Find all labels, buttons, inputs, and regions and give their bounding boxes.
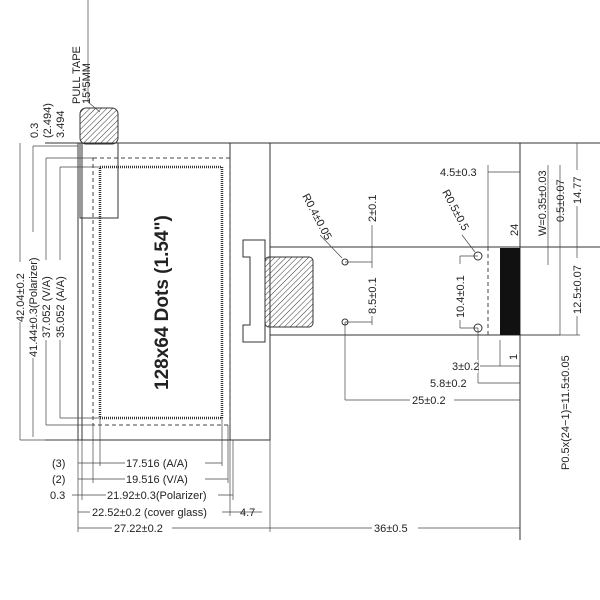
dim-pol-side: 0.3 xyxy=(50,490,65,502)
module-outline xyxy=(45,142,600,441)
dim-2-494: (2.494) xyxy=(42,103,54,138)
fpc-contacts xyxy=(500,248,520,335)
dim-12-5: 12.5±0.07 xyxy=(572,265,584,314)
dim-va-side: (2) xyxy=(52,474,65,486)
dim-25: 25±0.2 xyxy=(412,395,446,407)
dim-10-4: 10.4±0.1 xyxy=(455,275,467,318)
dim-37-052-va: 37.052 (V/A) xyxy=(41,276,53,338)
radius-0-4: R0.4±0.05 xyxy=(299,192,333,242)
pull-tape: PULL TAPE 15*5MM xyxy=(71,0,119,219)
dim-5-8: 5.8±0.2 xyxy=(430,378,467,390)
display-resolution-title: 128x64 Dots (1.54") xyxy=(152,215,173,390)
dim-17-516-aa: 17.516 (A/A) xyxy=(126,458,188,470)
radius-0-5: R0.5±0.5 xyxy=(439,188,471,233)
left-dimensions: 0.3 (2.494) 3.494 42.04±0.2 41.44±0.3(Po… xyxy=(14,103,100,441)
dim-22-52-cover-glass: 22.52±0.2 (cover glass) xyxy=(92,507,207,519)
pin-count: 24 xyxy=(509,224,521,236)
stiffener xyxy=(264,256,314,328)
bottom-dimensions: (3) 17.516 (A/A) (2) 19.516 (V/A) 0.3 21… xyxy=(50,335,521,535)
dim-4-5: 4.5±0.3 xyxy=(440,167,477,179)
dim-3: 3±0.2 xyxy=(452,361,479,373)
dim-3-494: 3.494 xyxy=(55,110,67,138)
pull-tape-size: 15*5MM xyxy=(81,63,93,104)
active-area-outline xyxy=(98,165,224,420)
fpc-bond-area xyxy=(242,239,266,343)
dim-27-22: 27.22±0.2 xyxy=(114,523,163,535)
dim-0-3: 0.3 xyxy=(29,123,41,138)
dim-19-516-va: 19.516 (V/A) xyxy=(126,474,188,486)
dim-21-92-polarizer: 21.92±0.3(Polarizer) xyxy=(107,490,207,502)
dim-aa-side: (3) xyxy=(52,458,65,470)
dim-pitch-formula: P0.5x(24−1)=11.5±0.05 xyxy=(560,355,572,470)
dim-pin-pitch-tol: 0.5±0.07 xyxy=(555,179,567,222)
dim-35-052-aa: 35.052 (A/A) xyxy=(55,276,67,338)
dim-14-77: 14.77 xyxy=(572,176,584,204)
fpc-dimensions: R0.4±0.05 R0.5±0.5 2±0.1 8.5±0.1 10.4±0.… xyxy=(299,143,584,470)
dim-8-5: 8.5±0.1 xyxy=(367,277,379,314)
fpc-tail xyxy=(242,143,600,540)
dim-4-7: 4.7 xyxy=(240,507,255,519)
dim-pin-width: W=0.35±0.03 xyxy=(537,170,549,236)
dim-42-04: 42.04±0.2 xyxy=(15,273,27,322)
pin-one-label: 1 xyxy=(508,354,520,360)
dim-36-fpc-length: 36±0.5 xyxy=(374,523,408,535)
pull-tape-label: PULL TAPE xyxy=(71,46,83,104)
dim-41-44-polarizer: 41.44±0.3(Polarizer) xyxy=(28,257,40,357)
viewing-area-outline xyxy=(92,157,231,426)
dim-2: 2±0.1 xyxy=(367,195,379,222)
